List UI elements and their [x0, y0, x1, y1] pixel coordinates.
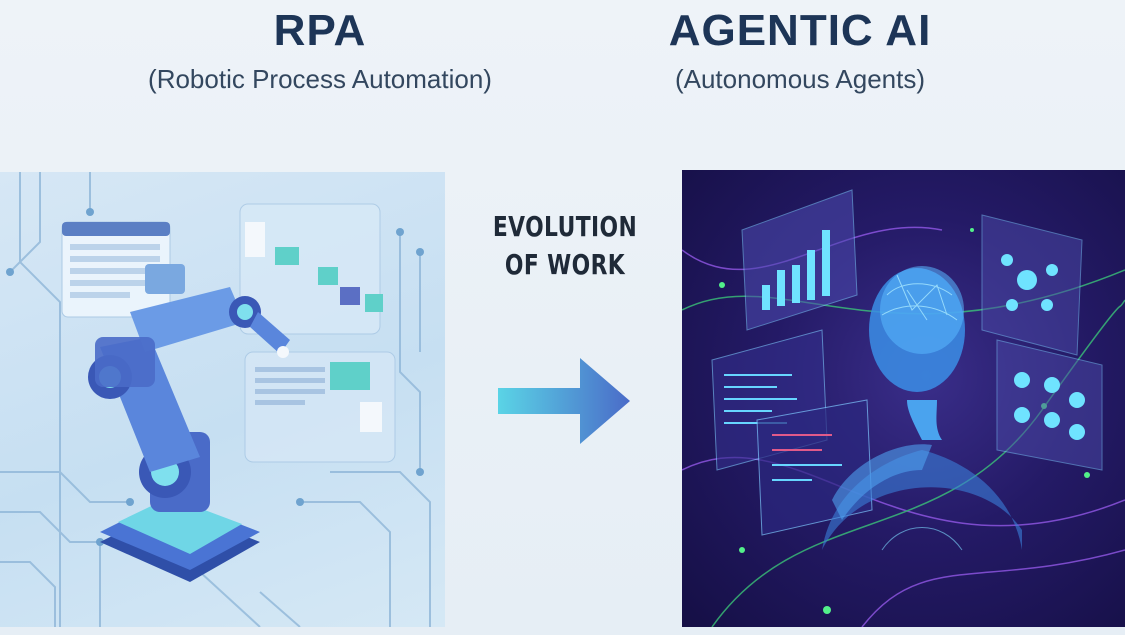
ai-head-icon	[682, 189, 1125, 627]
arrow-right-icon	[495, 358, 635, 444]
rpa-subtitle: (Robotic Process Automation)	[148, 64, 492, 94]
agentic-ai-subtitle: (Autonomous Agents)	[674, 64, 926, 94]
label-line-2: OF WORK	[504, 248, 626, 281]
rpa-title: RPA	[273, 6, 367, 55]
rpa-illustration	[0, 172, 445, 627]
robotic-arm-icon	[0, 172, 431, 627]
agentic-ai-illustration	[682, 170, 1125, 627]
evolution-of-work-label: EVOLUTION OF WORK	[491, 208, 639, 284]
label-line-1: EVOLUTION	[492, 210, 638, 243]
agentic-ai-title: AGENTIC AI	[668, 6, 932, 55]
